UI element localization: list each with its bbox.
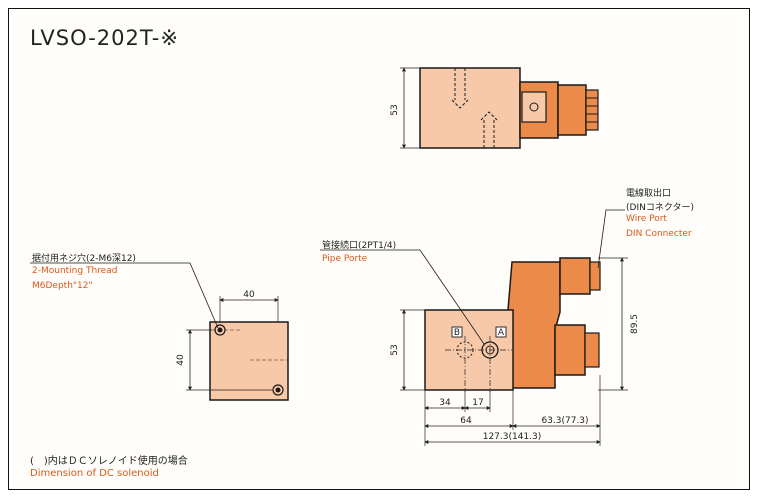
plate-body <box>209 321 289 401</box>
total-height-dim: 89.5 <box>630 314 640 334</box>
port-a-label: A <box>498 328 505 338</box>
mounting-label-en1: 2-Mounting Thread <box>32 266 118 276</box>
footnote-jp: ( )内はＤＣソレノイド使用の場合 <box>30 456 188 467</box>
plate-view: 40 40 <box>176 290 289 401</box>
dim-34: 34 <box>439 398 451 408</box>
wire-port-label-en1: Wire Port <box>626 214 667 224</box>
front-height-dim: 53 <box>390 344 400 355</box>
top-view: 53 <box>390 67 599 149</box>
mounting-label-jp: 据付用ネジ穴(2-M6深12) <box>32 254 136 264</box>
drawing-frame <box>8 8 750 490</box>
wire-port-label-jp2: (DINコネクター) <box>626 203 694 213</box>
drawing-title: LVSO-202T-※ <box>30 26 179 50</box>
dim-63: 63.3(77.3) <box>541 416 588 426</box>
wire-port-label-en2: DIN Connecter <box>626 229 692 239</box>
dim-64: 64 <box>460 416 472 426</box>
top-height-dim: 53 <box>390 104 400 115</box>
front-view-solenoid <box>507 261 561 389</box>
plate-width-dim: 40 <box>243 290 255 300</box>
plate-height-dim: 40 <box>176 354 186 366</box>
port-b-label: B <box>454 328 460 338</box>
top-view-body <box>419 67 521 149</box>
dim-17: 17 <box>472 398 483 408</box>
wire-port-label-jp: 電線取出口 <box>626 189 672 199</box>
footnote-en: Dimension of DC solenoid <box>30 468 159 479</box>
mounting-label-en2: M6Depth"12" <box>32 281 93 291</box>
dim-127: 127.3(141.3) <box>483 432 542 442</box>
pipe-port-label-en: Pipe Porte <box>322 254 368 264</box>
front-view: B A 53 89.5 34 17 64 63.3(7 <box>390 257 640 446</box>
leader-lines <box>30 209 625 345</box>
pipe-port-label-jp: 管接続口(2PT1/4) <box>322 241 397 251</box>
